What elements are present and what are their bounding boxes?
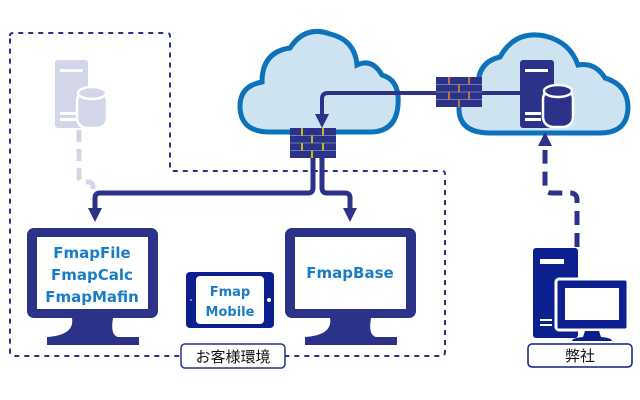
company-upload-connector — [542, 150, 580, 247]
tablet: Fmap Mobile — [186, 272, 274, 328]
arrow-down-icon — [315, 114, 329, 128]
svg-text:お客様環境: お客様環境 — [195, 348, 270, 366]
app-label-fmapbase: FmapBase — [306, 264, 393, 282]
cloud-server-database-icon — [520, 60, 575, 129]
app-label-fmap: Fmap — [210, 285, 251, 300]
svg-text:弊社: 弊社 — [565, 347, 595, 365]
app-label-fmapmafin: FmapMafin — [45, 288, 139, 306]
app-label-mobile: Mobile — [206, 305, 255, 320]
our-company-label: 弊社 — [527, 343, 633, 368]
customer-environment-label: お客様環境 — [180, 343, 286, 369]
legacy-server-icon — [55, 60, 109, 130]
connector-to-right-monitor — [319, 158, 353, 212]
legacy-connector-line — [76, 130, 96, 196]
desktop-pc-icon — [533, 248, 630, 341]
connector-to-left-monitor — [92, 158, 316, 212]
arrow-down-icon — [343, 208, 357, 222]
app-label-fmapfile: FmapFile — [53, 244, 130, 262]
monitor-left: FmapFile FmapCalc FmapMafin — [27, 228, 158, 345]
firewall-icon — [290, 128, 336, 158]
arrow-up-icon — [538, 132, 552, 146]
monitor-right: FmapBase — [285, 228, 416, 345]
app-label-fmapcalc: FmapCalc — [51, 266, 133, 284]
cloud-left — [237, 29, 401, 135]
firewall-icon — [436, 77, 482, 107]
arrow-down-icon — [88, 208, 102, 222]
cloud-interconnect-line — [320, 91, 522, 117]
